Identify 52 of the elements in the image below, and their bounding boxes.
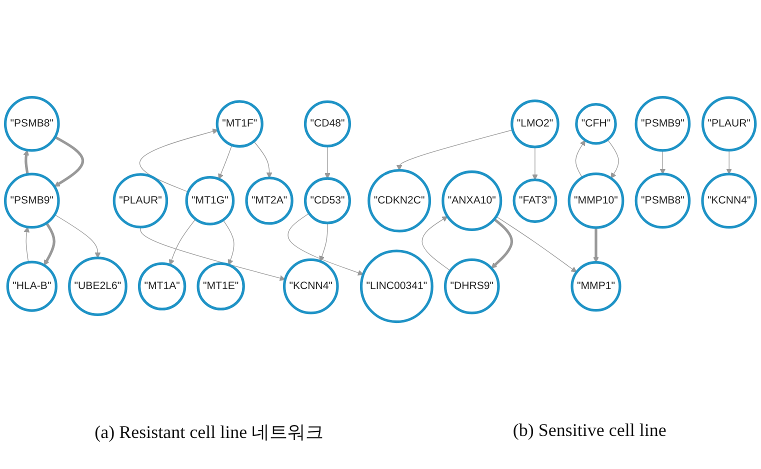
arrow: [44, 222, 56, 266]
node-circle: "MMP10": [568, 172, 624, 230]
arrow: [660, 150, 666, 175]
node-circle: "LMO2": [510, 100, 560, 149]
arrow: [253, 141, 272, 179]
node-circle: "MT2A": [245, 177, 294, 226]
node-circle: "CFH": [575, 104, 617, 146]
arrow: [324, 146, 330, 180]
node-circle: "KCNN4": [282, 258, 339, 315]
figure-caption: (a) Resistant cell line 네트워크: [94, 421, 324, 444]
node-circle: "PSMB8": [4, 96, 60, 152]
arrow: [396, 130, 513, 172]
node-circle: "LINC00341": [360, 250, 434, 324]
node-circle: "PSMB9": [634, 96, 691, 152]
node-circle: "FAT3": [512, 178, 558, 224]
arrow: [319, 223, 328, 262]
node-circle: "UBE2L6": [68, 257, 128, 316]
arrow: [23, 150, 30, 176]
arrow: [54, 214, 101, 259]
arrow: [168, 219, 196, 266]
arrow: [575, 140, 586, 178]
arrow: [218, 145, 232, 180]
arrow: [532, 147, 538, 181]
node-circle: "MT1E": [196, 262, 245, 311]
arrow: [288, 213, 364, 276]
arrow: [139, 129, 218, 193]
node-circle: "PSMB9": [4, 173, 60, 230]
node-circle: "PSMB8": [634, 173, 691, 230]
node-circle: "MT1G": [185, 176, 235, 226]
node-circle: "PLAUR": [112, 174, 168, 229]
node-circle: "CDKN2C": [368, 169, 432, 233]
arrow: [54, 136, 84, 188]
node-circle: "CD48": [304, 100, 351, 148]
arrow: [726, 150, 732, 175]
node-circle: "KCNN4": [701, 173, 757, 230]
arrow: [422, 216, 451, 272]
arrow: [140, 227, 286, 282]
node-circle: "MT1A": [138, 262, 186, 311]
arrow: [607, 140, 619, 180]
node-circle: "MT1F": [216, 100, 264, 148]
arrow: [593, 228, 599, 264]
node-circle: "PLAUR": [701, 96, 757, 152]
arrow: [24, 227, 30, 264]
node-circle: "HLA-B": [6, 261, 58, 312]
figure-caption: (b) Sensitive cell line: [512, 420, 666, 442]
node-circle: "MMP1": [570, 262, 622, 312]
arrow: [496, 216, 577, 273]
node-circle: "DHRS9": [444, 258, 500, 315]
node-circle: "ANXA10": [442, 170, 502, 232]
arrow: [222, 220, 234, 266]
arrow: [491, 218, 514, 269]
node-circle: "CD53": [304, 178, 351, 225]
